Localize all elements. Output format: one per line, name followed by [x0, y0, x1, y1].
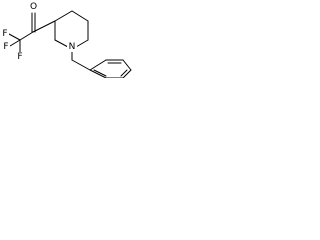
cf3-to-f1-bond [8, 33, 21, 41]
phenyl-inner-double-bond-2 [120, 69, 128, 77]
phenyl-ring [89, 59, 132, 78]
phenyl-bond-3 [122, 59, 132, 71]
ring-bond-n-c2 [54, 39, 69, 48]
ring-nitrogen-label: N [69, 42, 76, 52]
trifluoroacetyl-group [8, 12, 56, 53]
benzyl-group [71, 51, 91, 71]
fluorine-label-3: F [17, 52, 22, 62]
phenyl-bond-4 [122, 69, 132, 78]
carbonyl-to-ring-bond [32, 20, 56, 33]
ring-bond-c3-c4 [54, 10, 73, 22]
atom-labels: O F F F N [1, 2, 77, 62]
fluorine-label-1: F [2, 29, 7, 39]
cf3-to-f2-bond [9, 39, 21, 47]
ring-bond-c6-n [75, 39, 89, 48]
phenyl-inner-double-bond-3 [93, 69, 107, 77]
ch2-to-phenyl-bond [71, 59, 91, 71]
phenyl-bond-6 [89, 69, 107, 78]
ring-bond-c4-c5 [71, 10, 89, 22]
piperidine-ring [54, 10, 89, 48]
phenyl-bond-1 [89, 59, 107, 71]
fluorine-label-2: F [3, 42, 8, 52]
carbonyl-to-cf3-bond [19, 31, 34, 41]
carbonyl-oxygen-label: O [30, 2, 37, 12]
chemical-structure: O F F F N [1, 2, 132, 78]
